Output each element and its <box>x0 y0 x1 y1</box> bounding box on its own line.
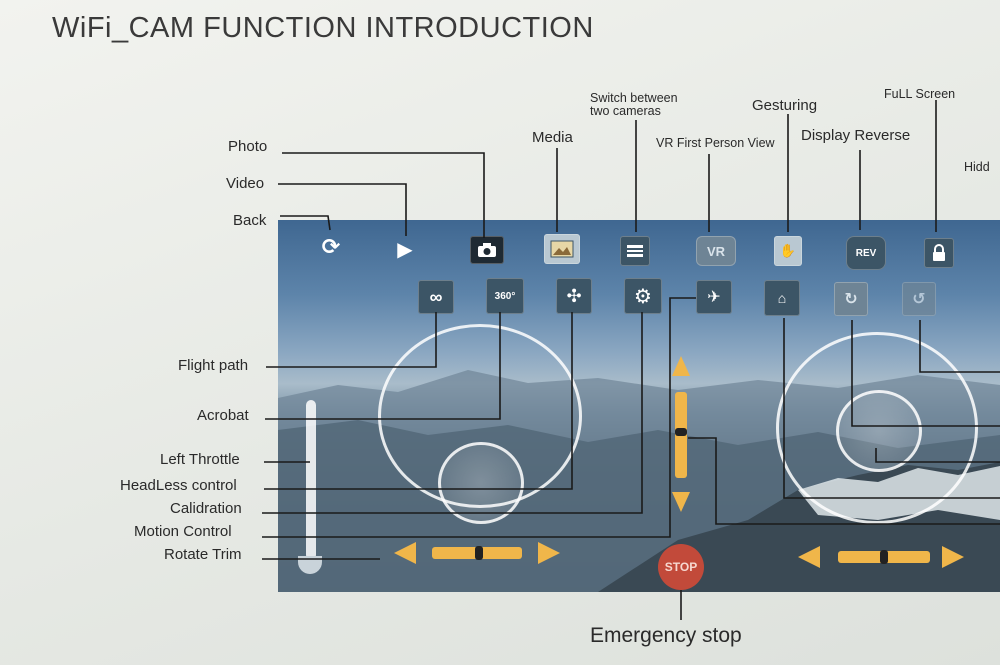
label-rotate-trim: Rotate Trim <box>164 546 242 563</box>
location-pin-icon: ⌂ <box>777 290 787 306</box>
rotate-trim-knob <box>475 546 483 560</box>
label-back: Back <box>233 212 267 229</box>
label-motion-control: Motion Control <box>134 523 232 540</box>
right-joystick-knob[interactable] <box>836 390 922 472</box>
label-headless-control: HeadLess control <box>120 477 237 494</box>
location-button[interactable]: ⌂ <box>764 280 800 316</box>
label-photo: Photo <box>228 138 268 155</box>
label-flight-path: Flight path <box>178 357 249 374</box>
label-hidden: Hidd <box>964 160 990 174</box>
hand-icon: ✋ <box>779 243 797 258</box>
trim-up-arrow[interactable] <box>672 356 690 376</box>
acrobat-360-icon: 360° <box>494 290 516 302</box>
media-button[interactable] <box>544 234 580 264</box>
stop-label: STOP <box>664 560 698 574</box>
label-switch-cameras: Switch between two cameras <box>590 91 678 118</box>
emergency-stop-button[interactable]: STOP <box>658 544 704 590</box>
video-button[interactable]: ▶ <box>390 234 420 264</box>
vertical-trim-knob <box>675 428 687 436</box>
app-screen: ⟳ ▶ VR ✋ REV ∞ 360° ✣ ⚙ ✈ ⌂ ↻ ↺ STOP <box>278 220 1000 592</box>
right-trim-knob <box>880 550 888 564</box>
flight-path-icon: ∞ <box>429 286 443 307</box>
rotate-trim-left-arrow[interactable] <box>394 542 416 564</box>
right-trim-left-arrow[interactable] <box>798 546 820 568</box>
rotate-cw-button[interactable]: ↻ <box>834 282 868 316</box>
rotate-ccw-button[interactable]: ↺ <box>902 282 936 316</box>
back-button[interactable]: ⟳ <box>316 232 346 262</box>
label-display-reverse: Display Reverse <box>801 127 911 144</box>
photo-button[interactable] <box>470 236 504 264</box>
lock-icon <box>933 244 945 261</box>
right-trim-right-arrow[interactable] <box>942 546 964 568</box>
acrobat-button[interactable]: 360° <box>486 278 524 314</box>
video-camera-icon: ▶ <box>397 238 413 261</box>
label-full-screen: FuLL Screen <box>884 87 956 101</box>
label-acrobat: Acrobat <box>197 407 249 424</box>
throttle-slider[interactable] <box>306 400 316 560</box>
flight-path-button[interactable]: ∞ <box>418 280 454 314</box>
vr-button[interactable]: VR <box>696 236 736 266</box>
rotate-trim-right-arrow[interactable] <box>538 542 560 564</box>
gesturing-button[interactable]: ✋ <box>774 236 802 266</box>
vr-icon: VR <box>706 243 726 259</box>
switch-camera-icon <box>627 245 643 257</box>
label-video: Video <box>226 175 265 192</box>
rotate-icon: ↻ <box>844 291 858 308</box>
label-calibration: Calidration <box>170 500 242 517</box>
page-title: WiFi_CAM FUNCTION INTRODUCTION <box>52 12 594 44</box>
headless-button[interactable]: ✣ <box>556 278 592 314</box>
motion-control-button[interactable]: ✈ <box>696 280 732 314</box>
label-gesturing: Gesturing <box>752 97 818 114</box>
display-reverse-button[interactable]: REV <box>846 236 886 270</box>
left-joystick-knob[interactable] <box>438 442 524 524</box>
gear-icon: ⚙ <box>634 285 652 308</box>
motion-icon: ✈ <box>707 289 721 306</box>
drone-icon: ✣ <box>566 285 582 306</box>
reverse-icon: REV <box>855 247 877 259</box>
calibration-button[interactable]: ⚙ <box>624 278 662 314</box>
refresh-icon: ⟳ <box>321 234 341 259</box>
full-screen-button[interactable] <box>924 238 954 268</box>
throttle-handle[interactable] <box>298 556 322 574</box>
trim-down-arrow[interactable] <box>672 492 690 512</box>
camera-icon <box>478 243 496 257</box>
label-emergency-stop: Emergency stop <box>590 624 742 647</box>
label-left-throttle: Left Throttle <box>160 451 240 468</box>
label-media: Media <box>532 129 573 146</box>
rotate-icon-2: ↺ <box>912 291 926 308</box>
image-icon <box>550 240 574 258</box>
label-vr-first-person-view: VR First Person View <box>656 136 775 150</box>
switch-cameras-button[interactable] <box>620 236 650 266</box>
